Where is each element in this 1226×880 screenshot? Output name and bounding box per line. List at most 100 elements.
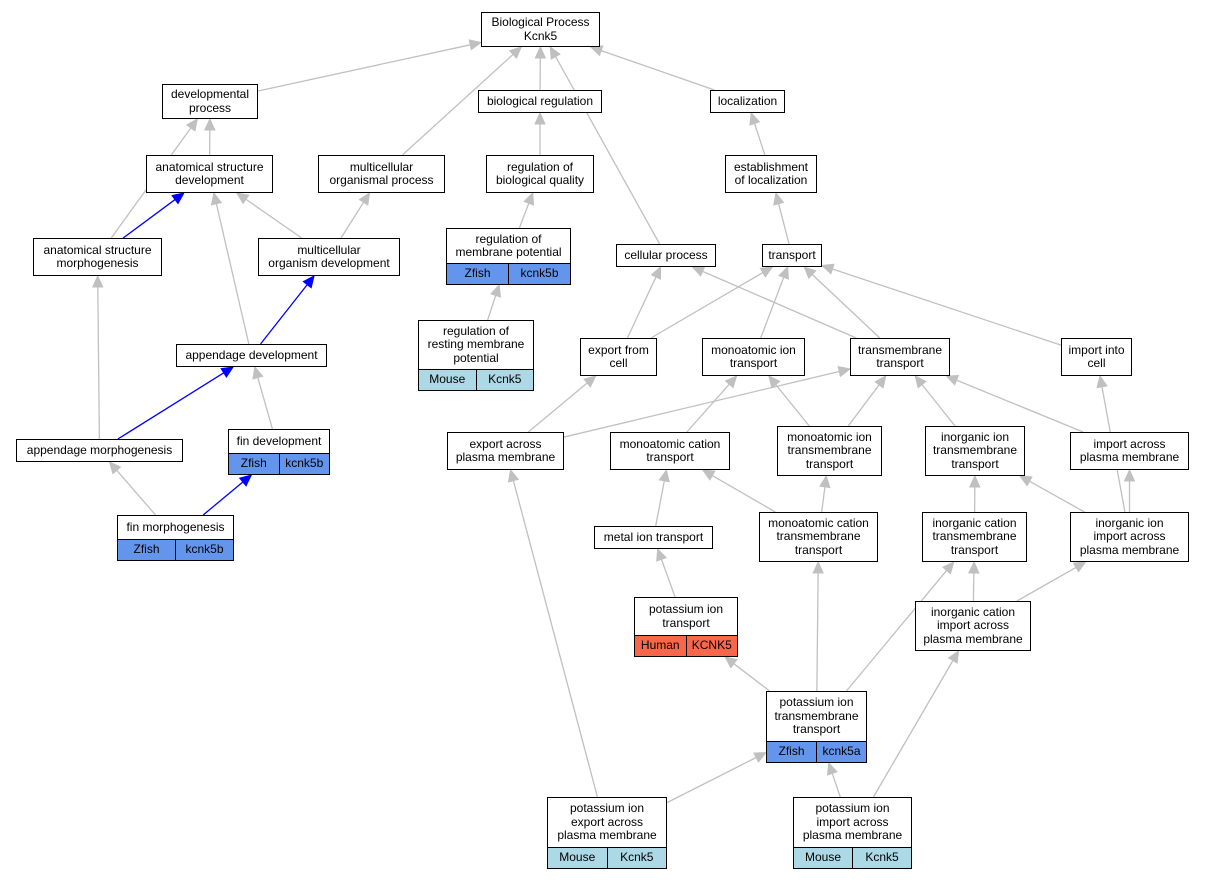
arrowhead-monocattm-to-monocat	[701, 469, 716, 481]
edge-regrest-to-regmem	[487, 295, 497, 321]
edge-inorgimp-to-inorgion	[1029, 480, 1085, 513]
go-term-importcell[interactable]: import into cell	[1061, 338, 1132, 376]
arrowhead-inorgimp-to-importpm	[1123, 468, 1136, 482]
go-term-inorgimp[interactable]: inorganic ion import across plasma membr…	[1070, 512, 1189, 562]
gene-tag: Kcnk5	[606, 848, 666, 868]
arrowhead-regbio-to-bioreg	[534, 111, 546, 125]
edge-multidev-to-anatdev	[245, 198, 303, 239]
go-term-label: import across plasma membrane	[1079, 436, 1180, 464]
go-term-regrest[interactable]: regulation of resting membrane potential…	[418, 320, 534, 391]
edge-monocat-to-monoion	[686, 383, 730, 433]
go-term-potexp[interactable]: potassium ion export across plasma membr…	[547, 797, 667, 869]
edge-pottm-to-potion	[733, 663, 770, 692]
go-term-label: transmembrane transport	[857, 342, 943, 370]
go-term-label: regulation of membrane potential	[455, 231, 562, 259]
go-term-devproc[interactable]: developmental process	[162, 84, 258, 119]
species-tag: Zfish	[447, 264, 508, 284]
edge-exportpm-to-tmtrans	[563, 370, 840, 438]
arrowhead-appdev-to-multidev	[302, 275, 315, 289]
go-term-anatdev[interactable]: anatomical structure development	[146, 155, 273, 193]
arrowhead-appmorph-to-appdev	[220, 366, 235, 378]
go-term-transport[interactable]: transport	[762, 244, 822, 267]
go-term-potimp[interactable]: potassium ion import across plasma membr…	[793, 797, 912, 869]
go-term-inorgcatimp[interactable]: inorganic cation import across plasma me…	[915, 601, 1031, 651]
arrowhead-appmorph-to-anatmorph	[92, 274, 104, 288]
arrowhead-exportpm-to-exportcell	[583, 375, 597, 388]
go-term-label: appendage development	[185, 347, 318, 362]
go-term-exportcell[interactable]: export from cell	[580, 338, 657, 376]
go-term-monoion[interactable]: monoatomic ion transport	[702, 338, 805, 376]
go-term-appmorph[interactable]: appendage morphogenesis	[16, 439, 183, 462]
go-term-label: monoatomic cation transport	[619, 436, 721, 464]
go-term-monocattm[interactable]: monoatomic cation transmembrane transpor…	[759, 512, 878, 562]
go-term-tmtrans[interactable]: transmembrane transport	[850, 338, 950, 376]
arrowhead-exportcell-to-cellproc	[650, 265, 662, 280]
go-term-label: appendage morphogenesis	[26, 442, 173, 457]
go-term-monocat[interactable]: monoatomic cation transport	[610, 432, 730, 470]
go-term-local[interactable]: localization	[710, 90, 785, 113]
species-tag: Zfish	[229, 454, 279, 474]
arrowhead-multidev-to-multiproc	[358, 191, 371, 206]
arrowhead-regmem-to-regbio	[523, 191, 535, 206]
go-term-inorgcat[interactable]: inorganic cation transmembrane transport	[922, 512, 1027, 562]
gene-tag: kcnk5b	[278, 454, 329, 474]
go-term-regbio[interactable]: regulation of biological quality	[486, 155, 594, 193]
edge-anatmorph-to-anatdev	[122, 199, 176, 239]
go-term-label: metal ion transport	[603, 529, 704, 544]
go-term-root[interactable]: Biological Process Kcnk5	[481, 12, 600, 47]
arrowhead-monoiontm-to-tmtrans	[874, 375, 887, 389]
edge-metalion-to-monocat	[655, 480, 665, 527]
go-term-exportpm[interactable]: export across plasma membrane	[447, 432, 564, 470]
arrowhead-inorgcatimp-to-inorgcat	[968, 560, 980, 574]
go-term-label: biological regulation	[486, 93, 594, 108]
go-term-label: multicellular organismal process	[329, 159, 434, 187]
go-term-cellproc[interactable]: cellular process	[616, 244, 716, 267]
go-term-inorgion[interactable]: inorganic ion transmembrane transport	[925, 426, 1025, 476]
arrowhead-cellproc-to-root	[549, 45, 561, 60]
species-tag: Zfish	[767, 742, 816, 762]
edge-exportcell-to-transport	[650, 271, 764, 339]
go-term-bioreg[interactable]: biological regulation	[478, 90, 602, 113]
edge-tmtrans-to-cellproc	[702, 270, 857, 339]
go-term-label: regulation of resting membrane potential	[427, 323, 525, 365]
go-term-label: fin morphogenesis	[126, 519, 225, 534]
arrowhead-inorgcat-to-inorgion	[969, 474, 981, 488]
arrowhead-potimp-to-inorgcatimp	[947, 649, 960, 664]
edge-potion-to-metalion	[660, 559, 676, 598]
gene-tag: Kcnk5	[475, 370, 533, 390]
go-term-label: monoatomic ion transport	[711, 342, 796, 370]
species-tag: Zfish	[118, 540, 175, 560]
go-term-metalion[interactable]: metal ion transport	[594, 526, 713, 549]
edge-exportcell-to-cellproc	[626, 276, 657, 339]
go-term-appdev[interactable]: appendage development	[176, 344, 327, 367]
edge-appdev-to-anatdev	[215, 203, 250, 345]
edge-finmorph-to-appmorph	[116, 469, 157, 516]
go-term-label: fin development	[236, 433, 322, 448]
edge-monoiontm-to-tmtrans	[847, 384, 880, 427]
go-term-monoiontm[interactable]: monoatomic ion transmembrane transport	[777, 426, 882, 476]
go-term-anatmorph[interactable]: anatomical structure morphogenesis	[33, 238, 162, 276]
gene-tag: kcnk5a	[816, 742, 866, 762]
go-term-estab[interactable]: establishment of localization	[725, 155, 817, 193]
arrowhead-exportpm-to-tmtrans	[837, 365, 852, 378]
go-term-multiproc[interactable]: multicellular organismal process	[318, 155, 445, 193]
go-term-label: potassium ion import across plasma membr…	[802, 801, 903, 843]
go-term-label: export across plasma membrane	[455, 436, 556, 464]
arrowhead-monocattm-to-monoiontm	[819, 474, 831, 489]
go-term-label: establishment of localization	[733, 159, 809, 187]
go-term-importpm[interactable]: import across plasma membrane	[1070, 432, 1189, 470]
arrowhead-metalion-to-monocat	[658, 468, 670, 483]
go-term-multidev[interactable]: multicellular organism development	[258, 238, 400, 276]
gene-tag: kcnk5b	[508, 264, 570, 284]
arrowhead-pottm-to-monocattm	[812, 560, 824, 574]
arrowhead-bioreg-to-root	[534, 45, 547, 59]
